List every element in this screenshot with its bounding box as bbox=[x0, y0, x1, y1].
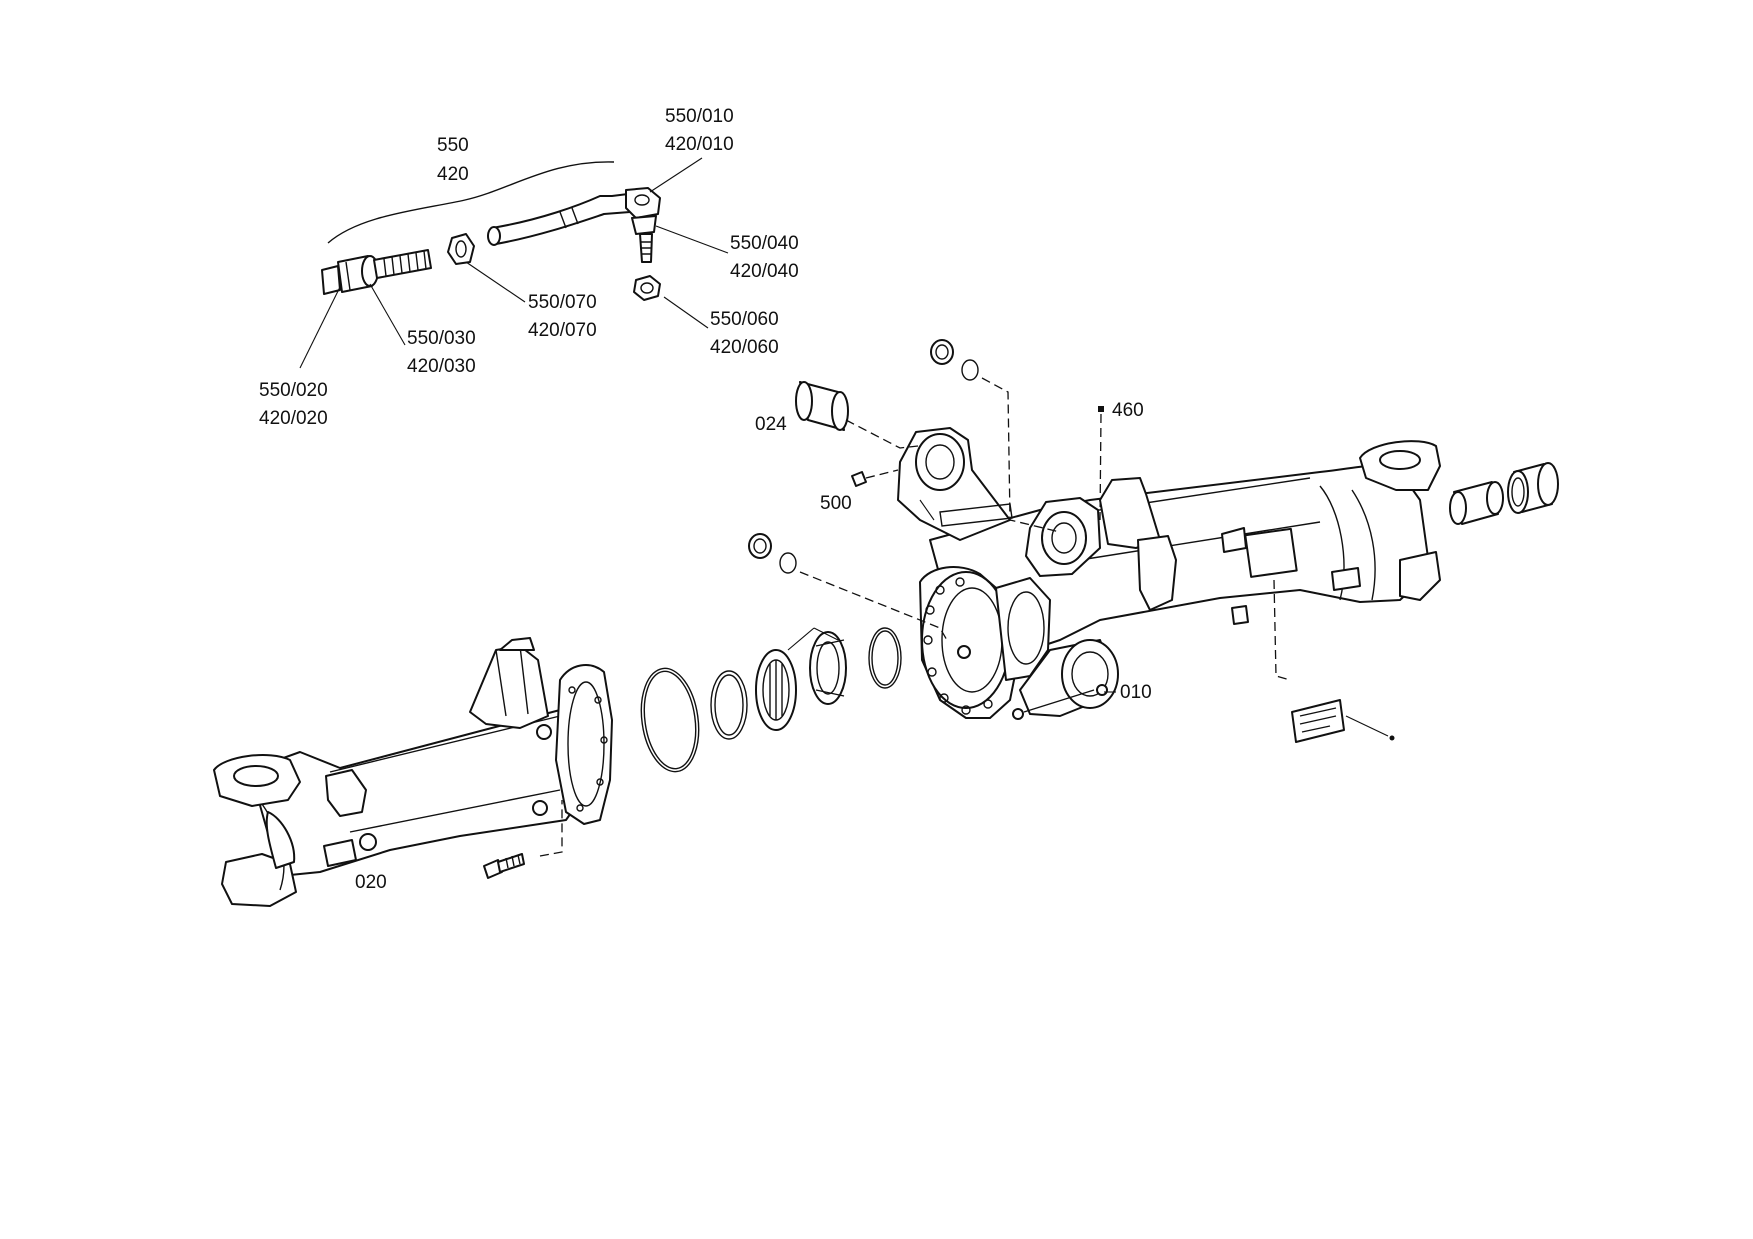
label-tie-rod-end-outer-b: 420/010 bbox=[665, 134, 734, 155]
bearing-cup-part bbox=[755, 649, 797, 731]
label-castle-nut-b: 420/060 bbox=[710, 337, 779, 358]
tie-rod-tube-part bbox=[373, 249, 432, 279]
label-tie-rod-end-inner-b: 420/020 bbox=[259, 408, 328, 429]
seal-cap-lower-part bbox=[748, 533, 797, 574]
label-castle-nut-a: 550/060 bbox=[710, 309, 779, 330]
tie-rod-end-inner-part bbox=[321, 255, 379, 295]
bushing-024-part bbox=[795, 381, 849, 431]
label-ball-joint-a: 550/040 bbox=[730, 233, 799, 254]
label-tie-rod-assembly-b: 420 bbox=[437, 164, 469, 185]
label-lock-nut-b: 420/070 bbox=[528, 320, 597, 341]
label-tie-rod-end-outer-a: 550/010 bbox=[665, 106, 734, 127]
seal-cap-upper-part bbox=[930, 339, 979, 381]
label-tie-rod-end-inner-a: 550/020 bbox=[259, 380, 328, 401]
label-bushing-024: 024 bbox=[755, 414, 787, 435]
label-tie-rod-tube-b: 420/030 bbox=[407, 356, 476, 377]
bolt-part bbox=[483, 853, 525, 879]
label-tie-rod-tube-a: 550/030 bbox=[407, 328, 476, 349]
bushing-right-part bbox=[1449, 481, 1504, 525]
nameplate-part bbox=[1291, 699, 1395, 743]
castle-nut-part bbox=[633, 275, 661, 301]
label-breather-460: 460 bbox=[1112, 400, 1144, 421]
bearing-right-part bbox=[1507, 462, 1559, 514]
label-axle-housing-010: 010 bbox=[1120, 682, 1152, 703]
label-lock-nut-a: 550/070 bbox=[528, 292, 597, 313]
o-ring-large-part bbox=[640, 667, 700, 773]
label-grease-nipple-500: 500 bbox=[820, 493, 852, 514]
label-axle-half-020: 020 bbox=[355, 872, 387, 893]
tie-rod-end-outer-part bbox=[487, 187, 661, 246]
label-ball-joint-b: 420/040 bbox=[730, 261, 799, 282]
label-tie-rod-assembly-a: 550 bbox=[437, 135, 469, 156]
breather-460-part bbox=[1098, 406, 1104, 412]
retaining-ring-part bbox=[868, 627, 902, 689]
grease-nipple-500-part bbox=[851, 471, 867, 487]
axle-half-020-part bbox=[213, 637, 613, 907]
seal-ring-part bbox=[710, 670, 748, 740]
tie-rod-assembly bbox=[299, 157, 729, 369]
tapered-bearing-part bbox=[809, 631, 847, 705]
ball-joint-part bbox=[631, 215, 657, 263]
lock-nut-part bbox=[447, 233, 475, 265]
axle-housing-010-part bbox=[897, 427, 1441, 720]
